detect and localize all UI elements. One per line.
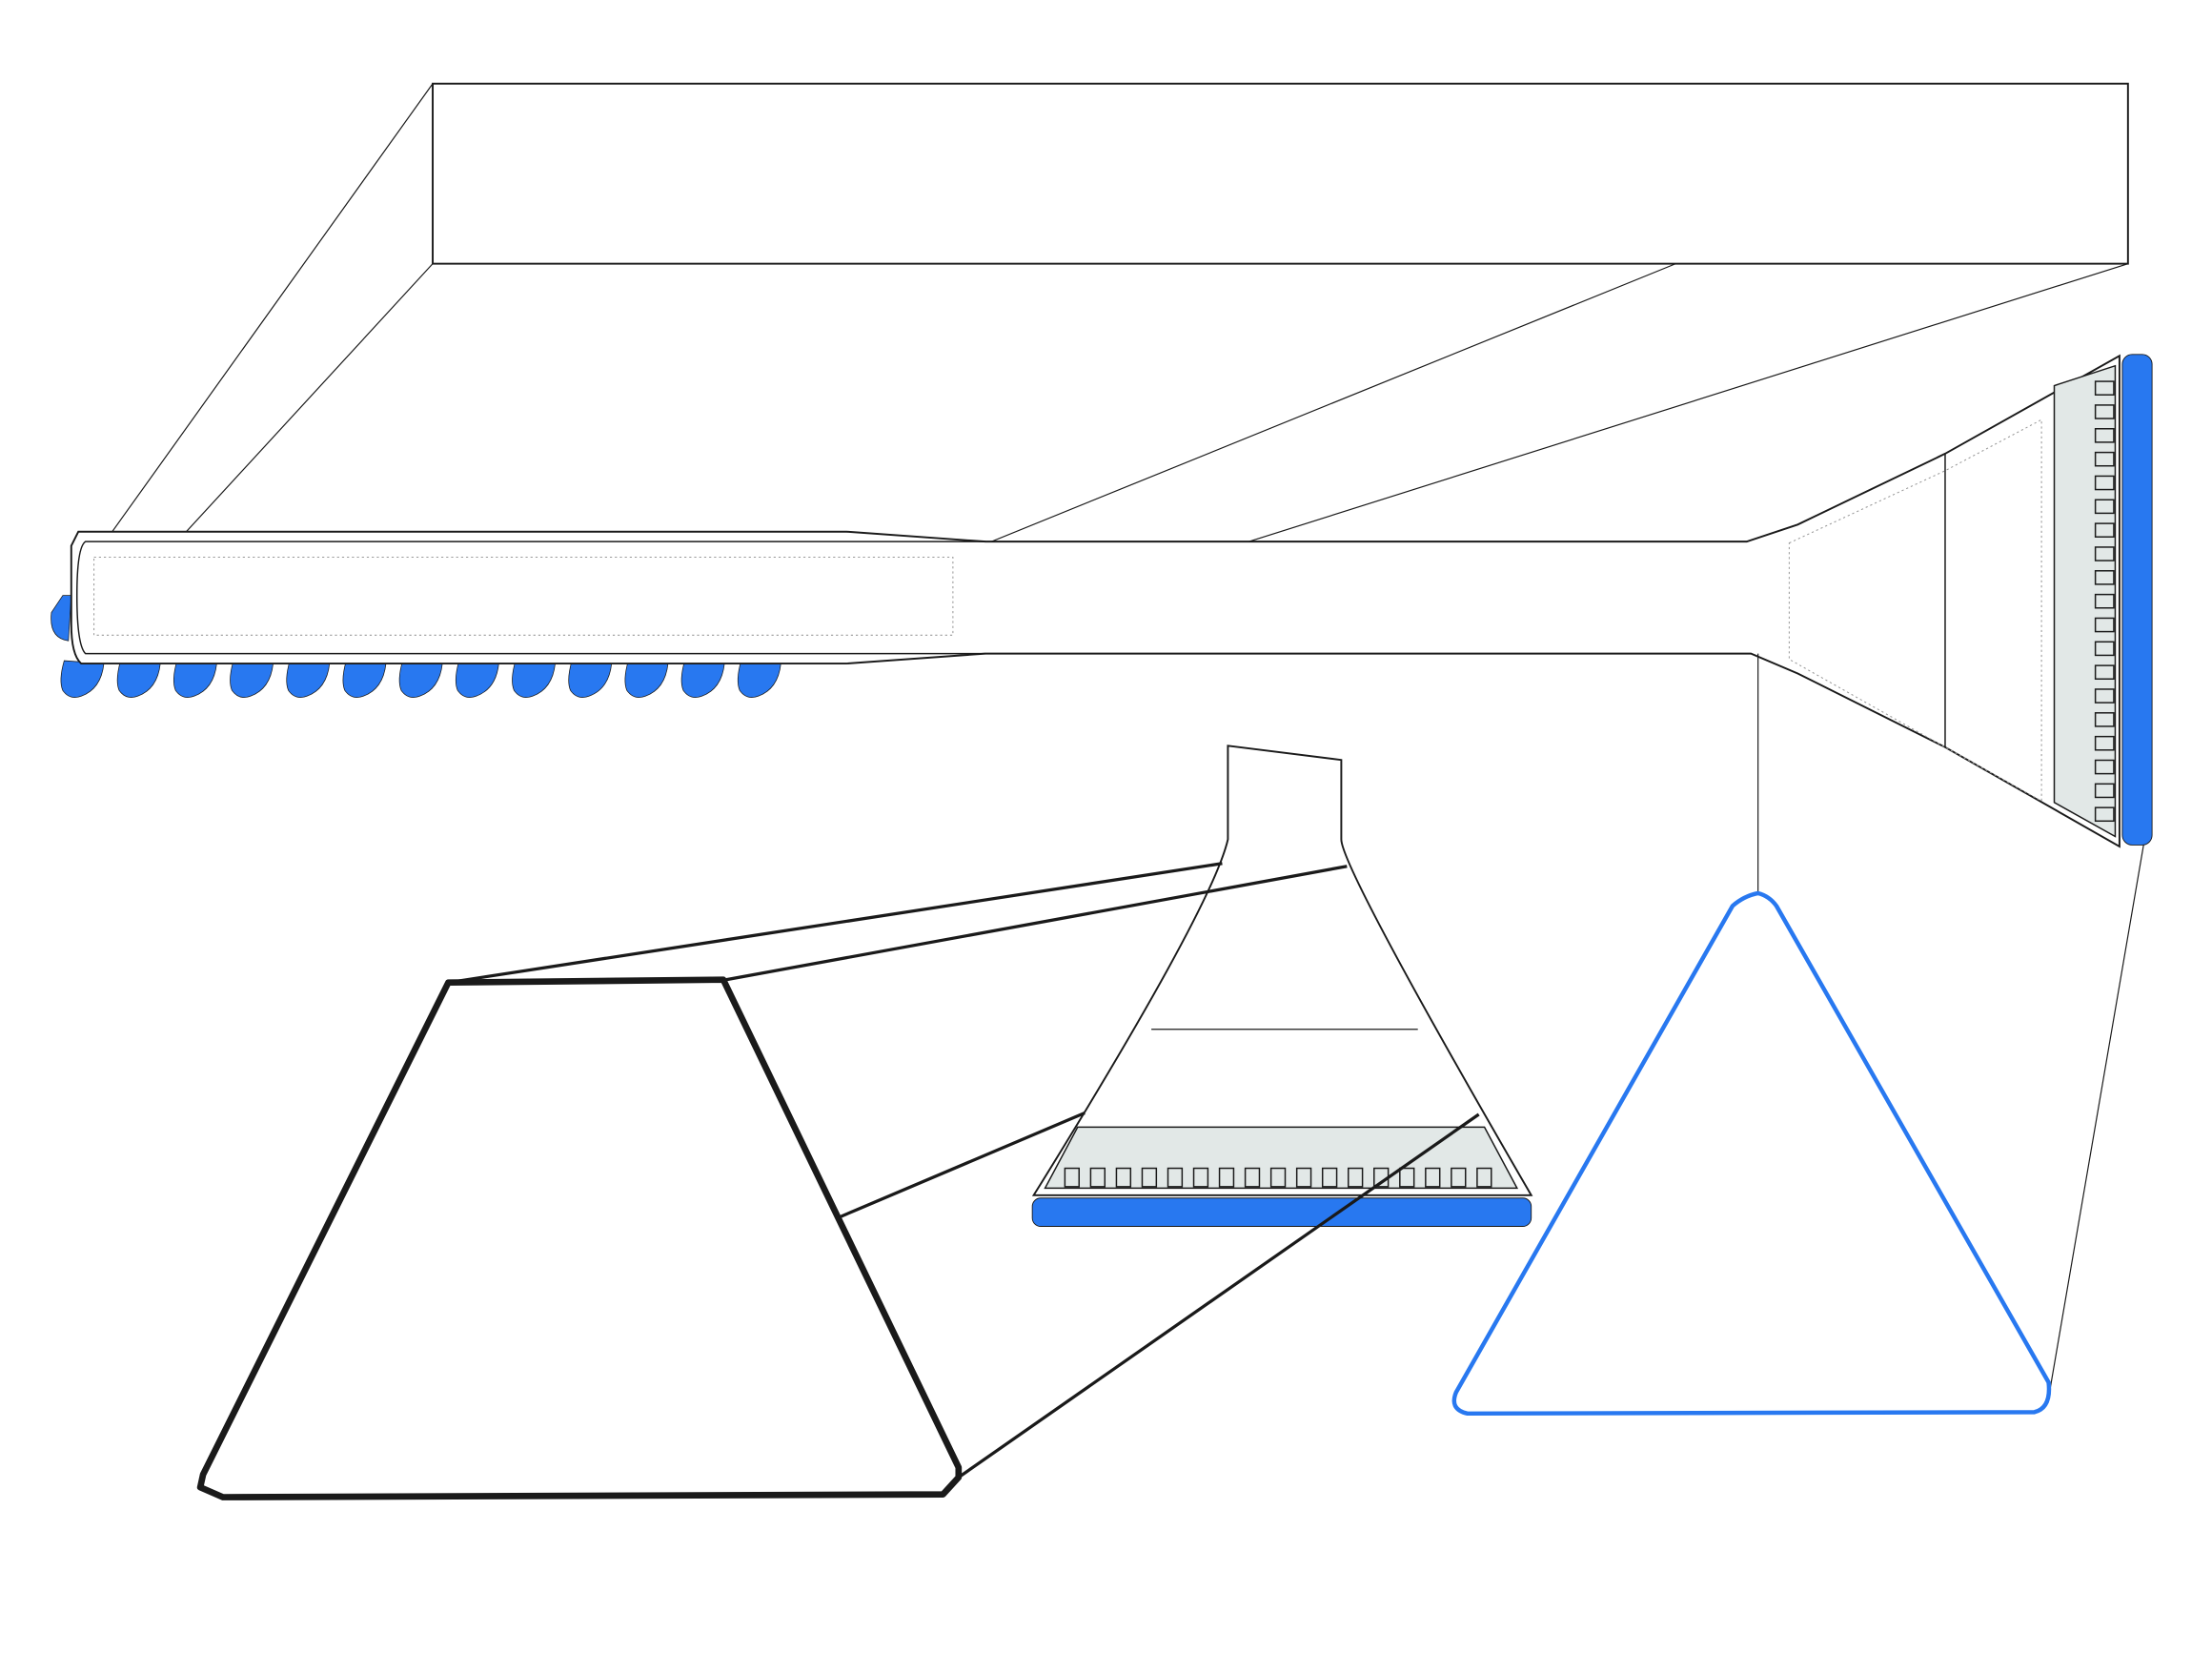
long-nozzle-body	[70, 354, 2121, 848]
side-tooth	[2094, 641, 2115, 657]
side-tooth	[2094, 499, 2115, 515]
funnel-tooth	[1321, 1167, 1338, 1188]
side-tooth	[2094, 735, 2115, 751]
funnel-gray-panel	[1044, 1126, 1519, 1190]
side-tooth	[2094, 451, 2115, 467]
nozzle-drop	[116, 660, 161, 698]
side-tooth	[2094, 570, 2115, 585]
funnel-tooth	[1451, 1167, 1467, 1188]
funnel-tooth	[1244, 1167, 1261, 1188]
funnel-tooth	[1115, 1167, 1132, 1188]
side-teeth	[2094, 380, 2115, 823]
blue-triangle	[1451, 890, 2052, 1417]
funnel-tooth	[1167, 1167, 1184, 1188]
large-trapezoid	[196, 976, 963, 1500]
nozzle-drop	[512, 660, 556, 698]
funnel-tooth	[1295, 1167, 1312, 1188]
nozzle-drop	[568, 660, 613, 698]
nozzle-drop	[737, 660, 781, 698]
projection-lines-bottom	[448, 862, 1480, 1479]
side-tooth	[2094, 664, 2115, 681]
triangle-leader-right	[2049, 845, 2144, 1390]
side-tooth	[2094, 806, 2115, 823]
funnel-tooth	[1399, 1167, 1415, 1188]
funnel-tooth	[1141, 1167, 1158, 1188]
top-box	[432, 82, 2129, 265]
nozzle-drop	[455, 660, 499, 698]
funnel-tooth	[1064, 1167, 1080, 1188]
funnel-tooth	[1425, 1167, 1441, 1188]
side-tooth	[2094, 428, 2115, 443]
side-tooth	[2094, 593, 2115, 609]
funnel-tooth	[1192, 1167, 1209, 1188]
side-tooth	[2094, 688, 2115, 704]
nozzle-drop	[680, 660, 725, 698]
side-tooth	[2094, 759, 2115, 775]
funnel-teeth	[1064, 1167, 1492, 1188]
nozzle-drop	[342, 660, 387, 698]
side-tooth	[2094, 546, 2115, 561]
nozzle-drop	[286, 660, 331, 698]
side-tooth	[2094, 380, 2115, 396]
side-tooth	[2094, 404, 2115, 419]
funnel-body	[1031, 745, 1533, 1196]
side-tooth	[2094, 712, 2115, 727]
nozzle-drop	[60, 660, 105, 698]
funnel-tooth	[1269, 1167, 1287, 1188]
nozzle-drops	[60, 660, 781, 698]
nozzle-drop	[398, 660, 443, 698]
side-tooth	[2094, 522, 2115, 538]
nozzle-drop	[624, 660, 669, 698]
funnel-blue-bar	[1031, 1197, 1532, 1227]
nozzle-inner-edge	[75, 541, 986, 655]
side-blue-strip	[2121, 354, 2153, 846]
funnel-tooth	[1218, 1167, 1235, 1188]
side-tooth	[2094, 475, 2115, 491]
left-blue-nub	[51, 595, 72, 642]
nozzle-drop	[172, 660, 217, 698]
nozzle-drop	[230, 660, 274, 698]
funnel-tooth	[1476, 1167, 1492, 1188]
side-tooth	[2094, 617, 2115, 633]
funnel-tooth	[1089, 1167, 1106, 1188]
funnel-tooth	[1347, 1167, 1364, 1188]
side-tooth	[2094, 783, 2115, 799]
